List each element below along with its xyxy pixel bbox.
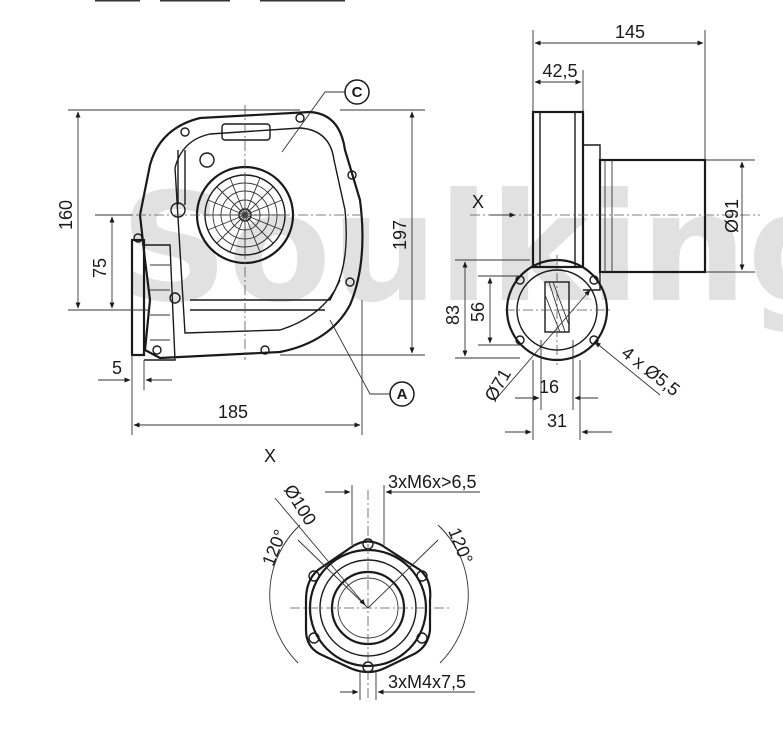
side-housing-body: [531, 110, 585, 269]
outlet-channel: [190, 279, 341, 311]
dim-flange-offset: 5: [112, 358, 122, 378]
dim-outlet-center: 56: [468, 302, 488, 322]
top-label-plate: [221, 123, 271, 141]
dim-width-185: 185: [133, 300, 363, 435]
flange-center-lines: [290, 490, 450, 700]
dim-pcd-100: Ø100: [274, 481, 366, 606]
flange-outline: [304, 540, 432, 674]
dim-outlet-diameter: Ø71: [481, 365, 515, 404]
side-center-lines: [470, 214, 760, 365]
angle-right-label: 120°: [444, 525, 476, 567]
mounting-flange-plate: [130, 238, 146, 357]
bracket-ribs: [150, 264, 170, 341]
dim-depth-42-5: 42,5: [534, 61, 584, 112]
dim-holes-label: 4 x Ø5,5: [618, 342, 684, 400]
dim-flange-width: 31: [547, 411, 567, 431]
dim-depth-total: 145: [615, 22, 645, 42]
watermark-text: Soulking: [120, 162, 783, 336]
screw-boss-top-left: [199, 152, 215, 168]
dim-outlet-56: 56: [468, 275, 520, 346]
callout-c-label: C: [352, 84, 363, 101]
dim-hole-spacing: 16: [539, 377, 559, 397]
flange-view: Ø100 120° 120° 3xM6x>6,5 3xM4x7,5: [258, 472, 480, 700]
callout-a-label: A: [397, 386, 408, 403]
housing-inner-rim: [174, 127, 347, 334]
housing-screws: [133, 113, 357, 355]
thread-top-label: 3xM6x>6,5: [388, 472, 477, 492]
dim-height-outlet: 75: [90, 258, 110, 278]
dim-height-160: 160: [56, 109, 300, 311]
front-view: 160 75 5 185 197 C: [56, 79, 425, 466]
dim-height-75: 75: [90, 214, 132, 309]
dim-holes: 4 x Ø5,5: [594, 341, 684, 400]
dim-outlet-height: 83: [443, 305, 463, 325]
dim-height-total: 160: [56, 200, 76, 230]
dim-depth-145: 145: [532, 22, 706, 160]
pcd-arc-right: [437, 524, 469, 664]
angle-left-label: 120°: [258, 527, 290, 569]
dim-thread-top: 3xM6x>6,5: [325, 472, 480, 545]
dim-height-side: 197: [390, 220, 410, 250]
dim-flange-5: 5: [98, 355, 172, 435]
pcd-arc-left: [269, 524, 301, 664]
callout-c: C: [281, 79, 370, 153]
thread-bottom-label: 3xM4x7,5: [388, 672, 466, 692]
dim-spacing-16: 16: [515, 340, 598, 410]
dim-pcd-label: Ø100: [280, 481, 320, 529]
front-center-lines: [100, 105, 365, 360]
angle-rays: [297, 539, 439, 609]
dim-outlet-83: 83: [443, 259, 530, 359]
section-mark-x-front: X: [264, 446, 276, 466]
dim-thread-bottom: 3xM4x7,5: [340, 670, 475, 700]
dim-depth-housing: 42,5: [542, 61, 577, 81]
cable-left: [177, 150, 186, 205]
blower-housing-outline: [138, 110, 364, 360]
side-housing-ribs: [539, 112, 576, 267]
dim-motor-diameter: Ø91: [722, 199, 742, 233]
callout-a: A: [329, 319, 415, 407]
side-motor-edge: [604, 160, 613, 272]
dim-motor-91: Ø91: [705, 159, 755, 273]
cable-gland: [170, 202, 186, 218]
dim-height-197: 197: [280, 109, 425, 356]
dim-width-total: 185: [218, 402, 248, 422]
section-mark-x-side: X: [472, 192, 484, 212]
dim-width-31: 31: [505, 360, 612, 440]
